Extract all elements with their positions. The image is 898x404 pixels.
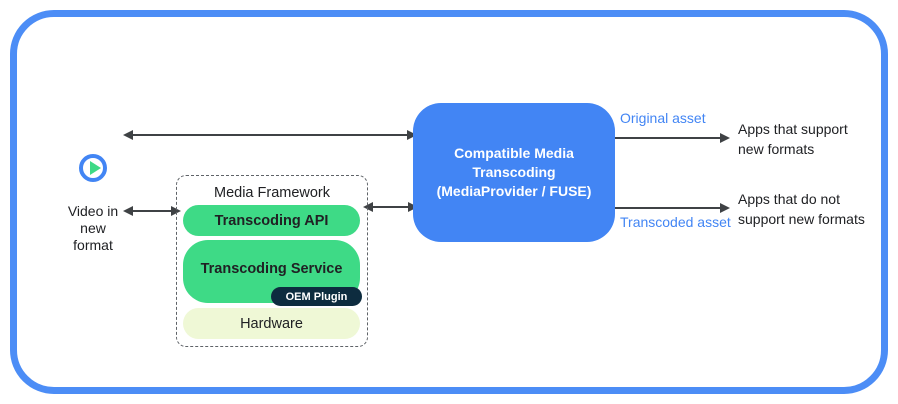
play-triangle-icon (90, 161, 101, 175)
transcoding-api-pill: Transcoding API (183, 205, 360, 236)
apps-no-support-label: Apps that do not support new formats (738, 191, 865, 227)
transcoding-service-pill: Transcoding Service OEM Plugin (183, 240, 362, 306)
transcoding-service-label: Transcoding Service (200, 260, 343, 277)
transcoding-api-label: Transcoding API (214, 212, 329, 229)
hardware-label: Hardware (240, 315, 303, 332)
arrow-video-to-transcoding (123, 130, 417, 140)
oem-plugin-label: OEM Plugin (285, 290, 348, 303)
video-in-label: Video in new format (67, 203, 119, 253)
arrow-transcoded-asset (615, 203, 730, 213)
transcoded-asset-label: Transcoded asset (620, 214, 731, 230)
outer-frame (10, 10, 888, 394)
media-framework-title: Media Framework (213, 185, 331, 201)
apps-support-label: Apps that support new formats (738, 121, 848, 157)
arrow-video-to-framework (123, 206, 181, 216)
hardware-pill: Hardware (183, 308, 360, 339)
compatible-media-transcoding-box: Compatible Media Transcoding (MediaProvi… (413, 103, 615, 242)
arrow-framework-to-transcoding (363, 202, 418, 212)
oem-plugin-badge: OEM Plugin (271, 287, 362, 306)
media-framework-box: Media Framework Transcoding API Transcod… (176, 175, 368, 347)
original-asset-label: Original asset (620, 110, 706, 126)
play-icon (79, 154, 107, 182)
arrow-original-asset (615, 133, 730, 143)
